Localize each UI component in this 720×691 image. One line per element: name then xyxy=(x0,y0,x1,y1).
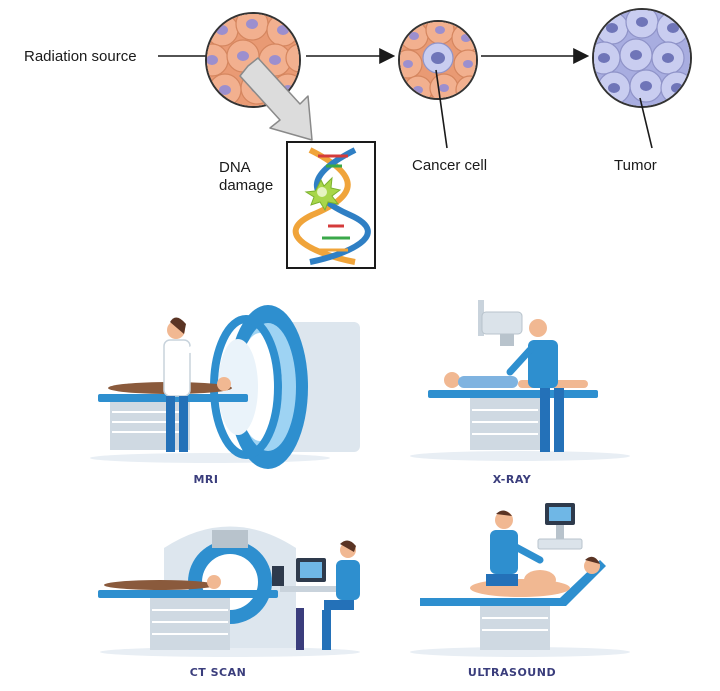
cancer-cell-leader xyxy=(435,69,448,149)
ct-scan-illustration xyxy=(98,526,360,657)
radiation-source-label: Radiation source xyxy=(24,48,137,65)
cancer-cells-cluster xyxy=(398,20,478,100)
tumor-leader xyxy=(639,97,653,149)
mri-caption: MRI xyxy=(193,473,218,486)
tumor-label: Tumor xyxy=(614,157,657,174)
tumor-cluster xyxy=(592,8,692,108)
normal-cells-cluster xyxy=(205,12,301,108)
cancer-cell-label: Cancer cell xyxy=(412,157,487,174)
dna-label-line2: damage xyxy=(219,177,273,194)
dna-label-line1: DNA xyxy=(219,159,251,176)
xray-illustration xyxy=(410,300,630,461)
dna-damage-box xyxy=(286,141,376,269)
xray-caption: X-RAY xyxy=(493,473,532,486)
ct-scan-caption: CT SCAN xyxy=(190,666,247,679)
ultrasound-caption: ULTRASOUND xyxy=(468,666,556,679)
dna-pointer-arrow xyxy=(239,57,313,141)
mri-illustration xyxy=(90,305,360,469)
ultrasound-illustration xyxy=(410,503,630,657)
